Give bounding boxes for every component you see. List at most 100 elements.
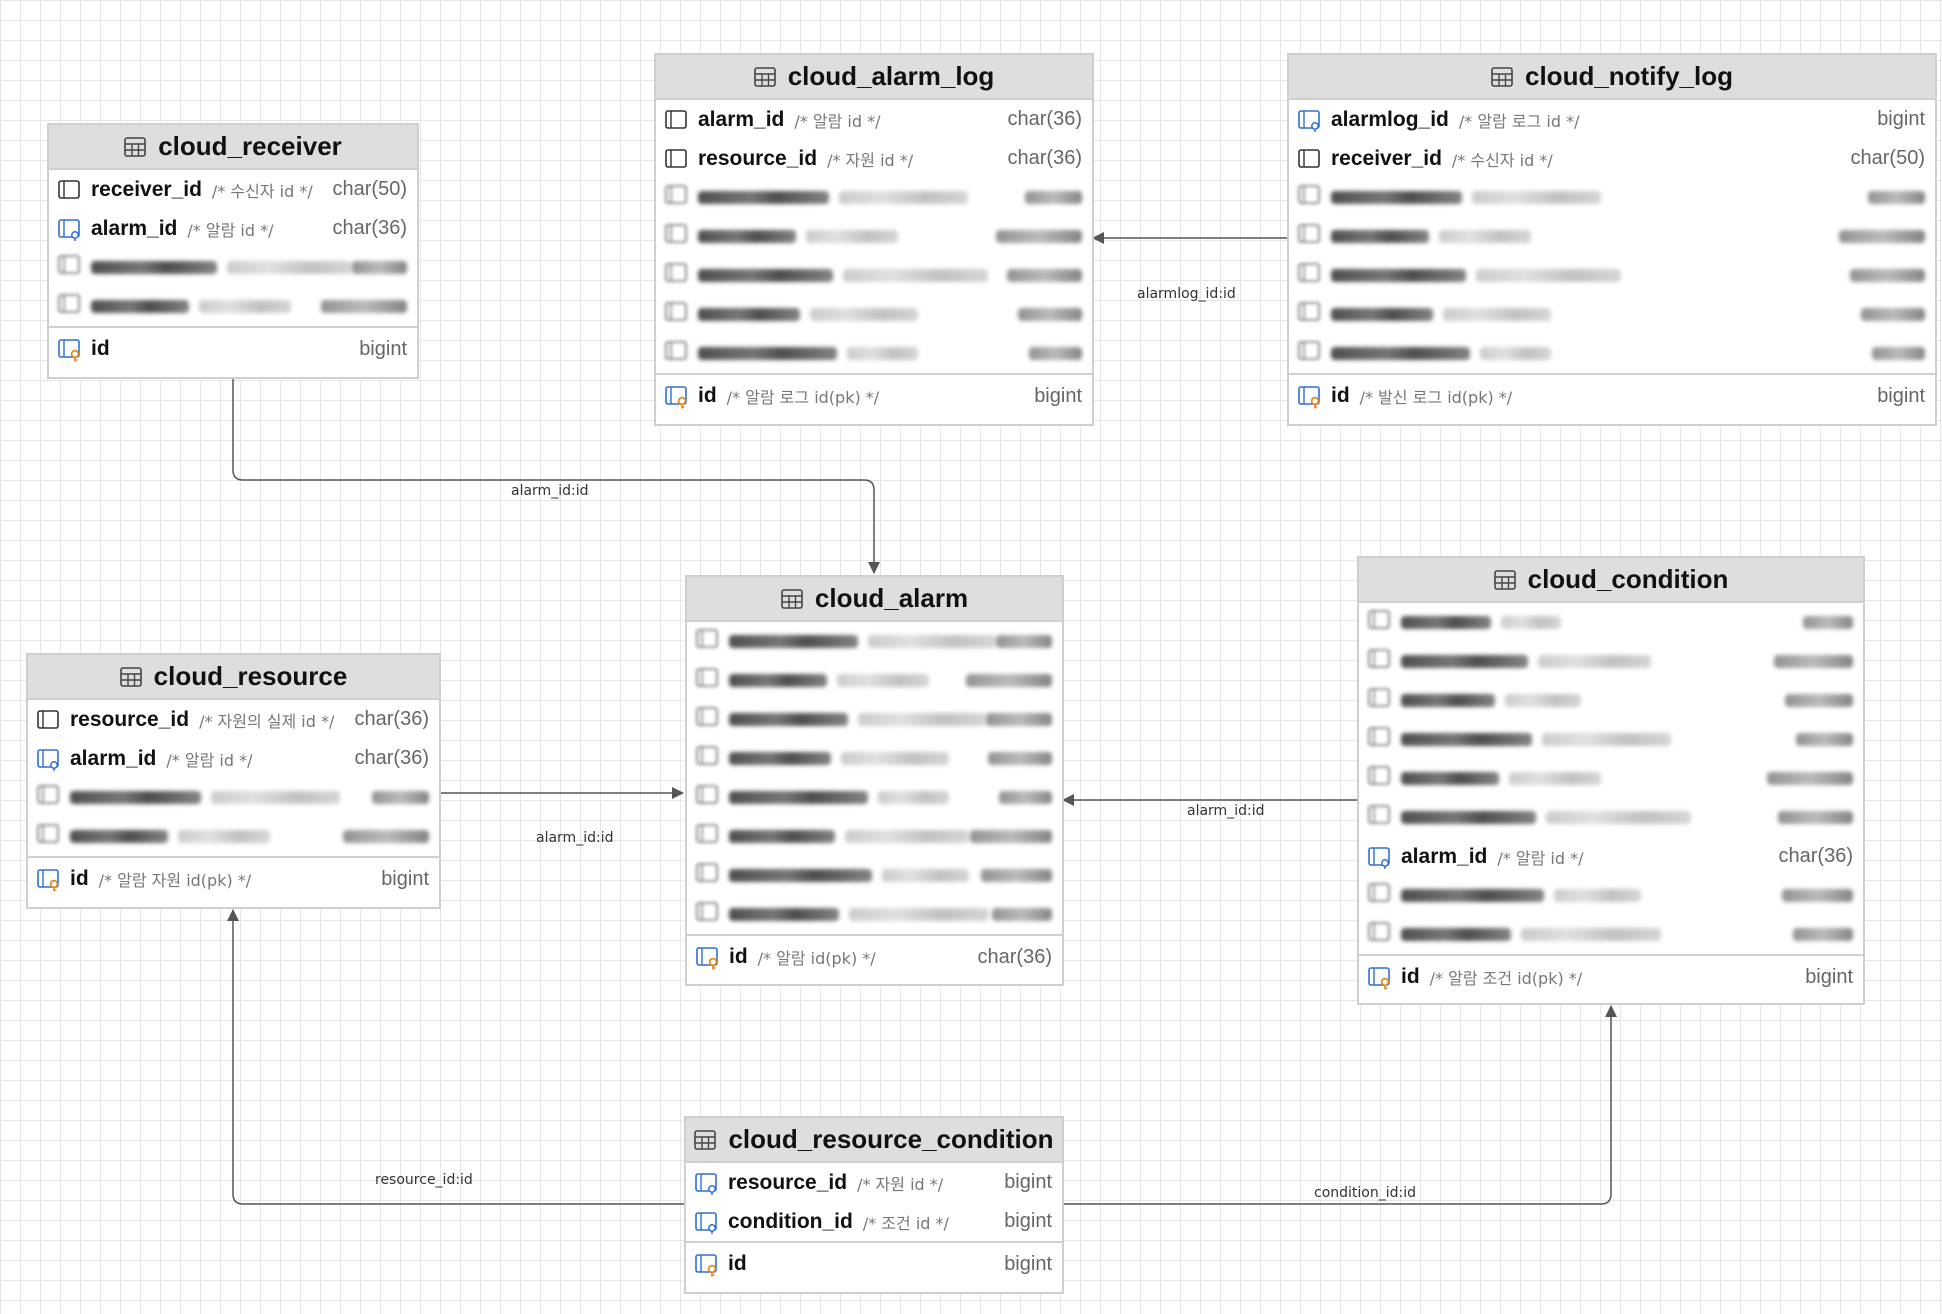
primary-key-icon <box>37 869 59 892</box>
redacted-type <box>1025 191 1082 204</box>
column-row[interactable]: resource_id/* 자원 id */bigint <box>686 1163 1062 1202</box>
table-cloud-condition[interactable]: cloud_condition alarm_id/* 알람 id */char(3… <box>1357 556 1865 1005</box>
pk-column-row[interactable]: id/* 발신 로그 id(pk) */bigint <box>1289 373 1935 417</box>
redacted-column-row <box>1289 256 1935 295</box>
column-row[interactable]: alarm_id/* 알람 id */char(36) <box>28 739 439 778</box>
column-row[interactable]: receiver_id/* 수신자 id */char(50) <box>49 170 417 209</box>
column-icon <box>37 785 59 804</box>
redacted-name <box>1401 616 1491 629</box>
column-icon <box>1368 766 1390 785</box>
foreign-key-icon <box>58 218 80 241</box>
column-name: id <box>729 945 748 968</box>
column-row[interactable]: resource_id/* 자원의 실제 id */char(36) <box>28 700 439 739</box>
redacted-comment <box>837 674 929 687</box>
column-row[interactable]: alarm_id/* 알람 id */char(36) <box>656 100 1092 139</box>
table-header[interactable]: cloud_condition <box>1359 558 1863 603</box>
column-icon <box>1298 263 1320 282</box>
column-type: bigint <box>1004 1171 1052 1193</box>
redacted-type <box>1793 928 1853 941</box>
redacted-type <box>988 752 1052 765</box>
column-row[interactable]: resource_id/* 자원 id */char(36) <box>656 139 1092 178</box>
table-header[interactable]: cloud_notify_log <box>1289 55 1935 100</box>
relation-label-resource-alarm: alarm_id:id <box>536 830 614 846</box>
redacted-type <box>1839 230 1925 243</box>
column-row[interactable]: alarmlog_id/* 알람 로그 id */bigint <box>1289 100 1935 139</box>
redacted-type <box>1796 733 1853 746</box>
column-icon <box>696 668 718 687</box>
column-icon <box>1368 883 1390 902</box>
redacted-comment <box>1501 616 1561 629</box>
pk-column-row[interactable]: id/* 알람 조건 id(pk) */bigint <box>1359 954 1863 998</box>
redacted-comment <box>1472 191 1601 204</box>
redacted-column-row <box>687 778 1062 817</box>
redacted-comment <box>810 308 918 321</box>
redacted-name <box>1331 191 1462 204</box>
pk-column-row[interactable]: id/* 알람 id(pk) */char(36) <box>687 934 1062 978</box>
redacted-name <box>729 674 827 687</box>
table-cloud-alarm[interactable]: cloud_alarm id/* 알람 id(pk) */char(36) <box>685 575 1064 986</box>
table-header[interactable]: cloud_alarm_log <box>656 55 1092 100</box>
redacted-type <box>321 300 407 313</box>
column-type: bigint <box>1877 384 1925 407</box>
redacted-name <box>729 869 872 882</box>
column-type: char(36) <box>354 708 429 730</box>
redacted-comment <box>882 869 969 882</box>
column-comment: /* 수신자 id */ <box>211 181 313 201</box>
relation-label-notify-alarmlog: alarmlog_id:id <box>1137 286 1236 302</box>
redacted-column-row <box>1359 798 1863 837</box>
column-comment: /* 알람 id */ <box>1497 848 1584 868</box>
column-name: resource_id <box>70 707 190 731</box>
column-name: alarm_id <box>698 107 785 131</box>
column-row[interactable]: alarm_id/* 알람 id */char(36) <box>1359 837 1863 876</box>
table-header[interactable]: cloud_resource <box>28 655 439 700</box>
column-icon <box>696 863 718 882</box>
column-type: bigint <box>381 867 429 890</box>
redacted-type <box>1018 308 1082 321</box>
column-icon <box>665 302 687 321</box>
redacted-type <box>966 674 1052 687</box>
redacted-column-row <box>656 295 1092 334</box>
column-name: id <box>728 1252 747 1275</box>
foreign-key-icon <box>695 1172 717 1195</box>
redacted-column-row <box>1289 217 1935 256</box>
column-row[interactable]: receiver_id/* 수신자 id */char(50) <box>1289 139 1935 178</box>
redacted-comment <box>868 635 996 648</box>
redacted-type <box>372 791 429 804</box>
column-name: condition_id <box>728 1209 853 1233</box>
redacted-name <box>1401 889 1544 902</box>
redacted-comment <box>841 752 949 765</box>
column-name: receiver_id <box>1331 146 1442 170</box>
table-header[interactable]: cloud_receiver <box>49 125 417 170</box>
redacted-comment <box>1505 694 1581 707</box>
column-icon <box>696 824 718 843</box>
column-comment: /* 알람 id */ <box>187 220 274 240</box>
pk-column-row[interactable]: id/* 알람 자원 id(pk) */bigint <box>28 856 439 900</box>
redacted-column-row <box>28 817 439 856</box>
redacted-comment <box>843 269 988 282</box>
redacted-comment <box>1546 811 1691 824</box>
redacted-name <box>1331 347 1470 360</box>
column-icon <box>665 109 687 129</box>
column-row[interactable]: condition_id/* 조건 id */bigint <box>686 1202 1062 1241</box>
table-header[interactable]: cloud_resource_condition <box>686 1118 1062 1163</box>
redacted-type <box>1778 811 1853 824</box>
column-comment: /* 알람 조건 id(pk) */ <box>1429 969 1583 988</box>
foreign-key-icon <box>37 748 59 771</box>
redacted-name <box>729 713 849 726</box>
redacted-type <box>985 713 1052 726</box>
column-row[interactable]: alarm_id/* 알람 id */char(36) <box>49 209 417 248</box>
redacted-name <box>1331 269 1466 282</box>
table-header[interactable]: cloud_alarm <box>687 577 1062 622</box>
pk-column-row[interactable]: id/* 알람 로그 id(pk) */bigint <box>656 373 1092 417</box>
redacted-name <box>1401 655 1528 668</box>
column-icon <box>1368 727 1390 746</box>
redacted-type <box>996 230 1082 243</box>
column-icon <box>58 294 80 313</box>
